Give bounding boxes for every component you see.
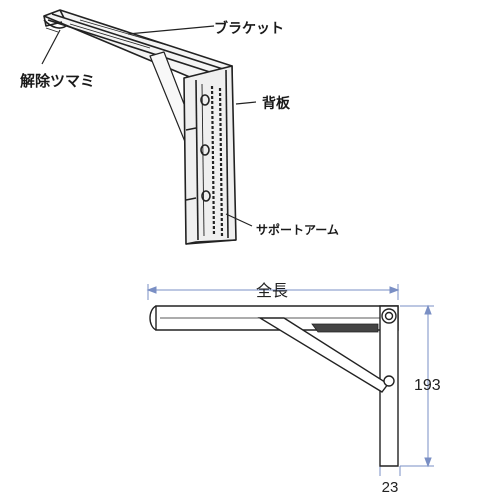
top-pivot-inner-icon [384,311,394,321]
rivet-icon [201,190,211,202]
rivet-icon [200,144,210,156]
lower-pivot-icon [383,375,395,387]
back-plate-label: 背板 [262,95,291,112]
height-value: 193 [414,377,441,394]
back-plate-drawing [183,65,237,245]
support-arm-leader-line [225,213,253,227]
bracket-arm-drawing [43,9,233,89]
release-knob-leader-line [41,29,61,65]
rivet-icon [200,94,210,106]
dimension-drawing: 全長 193 23 [146,282,441,496]
release-knob-drawing [43,19,67,33]
bracket-side-view [149,305,399,467]
leader-lines [41,25,257,227]
support-arm-label: サポートアーム [256,222,339,237]
arrow-up-icon [424,304,432,315]
bracket-illustration [41,9,257,245]
bracket-label: ブラケット [214,20,284,37]
arrow-left-icon [146,286,157,294]
arrow-down-icon [424,457,432,468]
release-knob-label: 解除ツマミ [20,72,95,90]
back-plate-leader-line [235,101,257,105]
arrow-right-icon [389,286,400,294]
bracket-leader-line [127,25,215,35]
width-value: 23 [382,479,399,496]
dimension-lines [146,284,434,476]
total-length-label: 全長 [256,282,288,300]
